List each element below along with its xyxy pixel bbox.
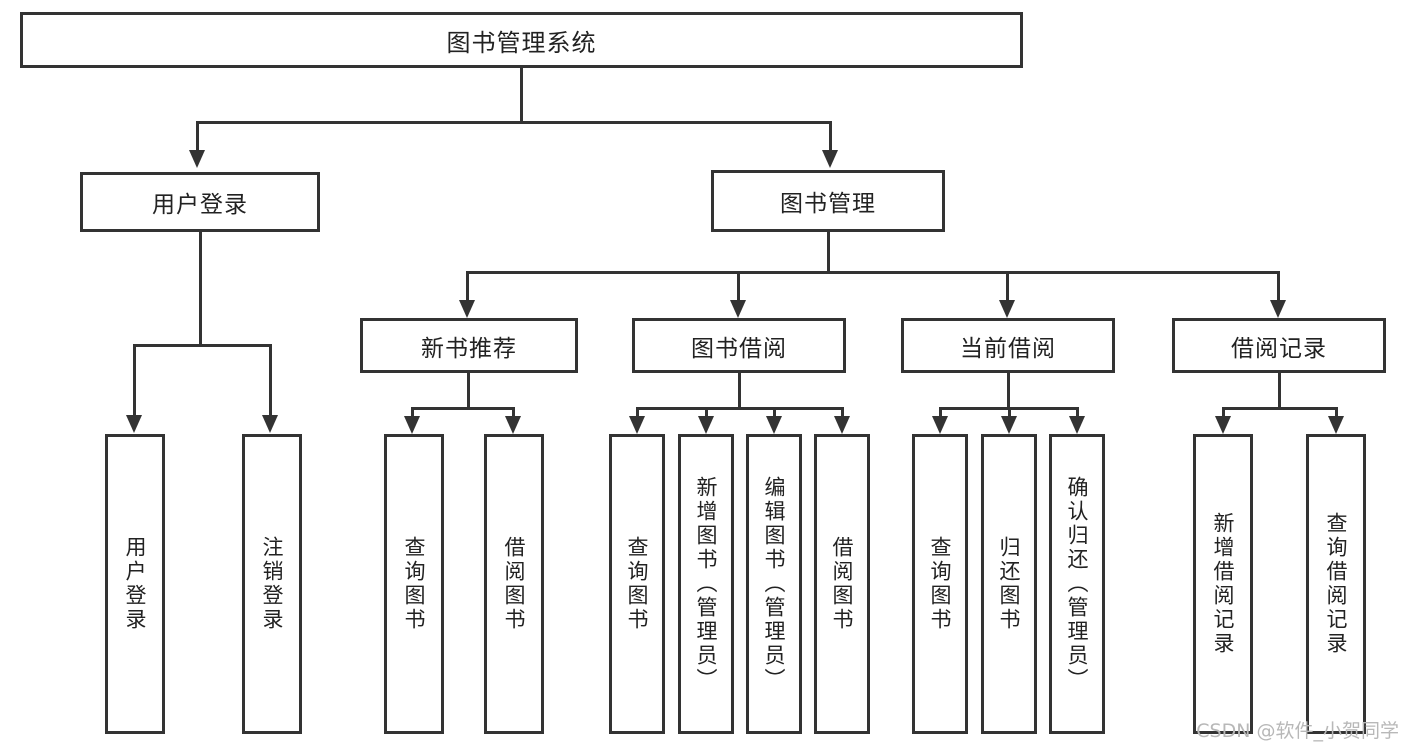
leaf-new-book-query[interactable]: 查询图书	[384, 434, 444, 734]
arrowhead-borrow-3	[766, 416, 782, 434]
connector-current-stem	[1007, 373, 1010, 407]
connector-newbook-drop-2	[512, 407, 515, 417]
leaf-user-login-login[interactable]: 用户登录	[105, 434, 165, 734]
connector-userlogin-drop-2	[269, 344, 272, 416]
leaf-new-book-borrow[interactable]: 借阅图书	[484, 434, 544, 734]
connector-newbook-stem	[467, 373, 470, 407]
connector-root-drop-book	[829, 121, 832, 151]
node-borrow-records[interactable]: 借阅记录	[1172, 318, 1386, 373]
leaf-current-query-book[interactable]: 查询图书	[912, 434, 968, 734]
node-book-management[interactable]: 图书管理	[711, 170, 945, 232]
leaf-label: 查询图书	[625, 536, 650, 632]
connector-records-drop-2	[1335, 407, 1338, 417]
leaf-label: 确认归还（管理员）	[1065, 476, 1090, 692]
connector-borrow-drop-1	[636, 407, 639, 417]
node-new-book-recommend[interactable]: 新书推荐	[360, 318, 578, 373]
arrowhead-current-1	[932, 416, 948, 434]
connector-bookmgmt-drop-3	[1006, 271, 1009, 301]
connector-bookmgmt-drop-1	[466, 271, 469, 301]
leaf-current-return-book[interactable]: 归还图书	[981, 434, 1037, 734]
connector-records-stem	[1278, 373, 1281, 407]
leaf-borrow-query-book[interactable]: 查询图书	[609, 434, 665, 734]
connector-bookmgmt-bus	[466, 271, 1278, 274]
connector-borrow-drop-4	[841, 407, 844, 417]
leaf-user-login-logout[interactable]: 注销登录	[242, 434, 302, 734]
arrowhead-borrow-1	[629, 416, 645, 434]
connector-borrow-drop-3	[773, 407, 776, 417]
arrowhead-borrow-4	[834, 416, 850, 434]
arrowhead-bookmgmt-3	[999, 300, 1015, 318]
connector-userlogin-bus	[133, 344, 272, 347]
arrowhead-current-3	[1069, 416, 1085, 434]
arrowhead-bookmgmt-4	[1270, 300, 1286, 318]
leaf-label: 用户登录	[123, 536, 148, 632]
arrowhead-bookmgmt-1	[459, 300, 475, 318]
connector-root-bus	[196, 121, 832, 124]
leaf-current-confirm-return-admin[interactable]: 确认归还（管理员）	[1049, 434, 1105, 734]
leaf-label: 借阅图书	[502, 536, 527, 632]
leaf-label: 编辑图书（管理员）	[762, 476, 787, 692]
leaf-label: 借阅图书	[830, 536, 855, 632]
connector-borrow-stem	[738, 373, 741, 407]
arrowhead-current-2	[1001, 416, 1017, 434]
connector-bookmgmt-stem	[827, 232, 830, 271]
leaf-records-add-record[interactable]: 新增借阅记录	[1193, 434, 1253, 734]
connector-records-bus	[1222, 407, 1338, 410]
leaf-borrow-edit-book-admin[interactable]: 编辑图书（管理员）	[746, 434, 802, 734]
arrowhead-userlogin-1	[126, 415, 142, 433]
leaf-borrow-borrow-book[interactable]: 借阅图书	[814, 434, 870, 734]
connector-newbook-bus	[411, 407, 515, 410]
arrowhead-newbook-1	[404, 416, 420, 434]
arrowhead-borrow-2	[698, 416, 714, 434]
arrowhead-root-user	[189, 150, 205, 168]
connector-borrow-drop-2	[705, 407, 708, 417]
leaf-label: 查询图书	[402, 536, 427, 632]
arrowhead-records-2	[1328, 416, 1344, 434]
arrowhead-bookmgmt-2	[730, 300, 746, 318]
connector-records-drop-1	[1222, 407, 1225, 417]
leaf-label: 查询借阅记录	[1324, 512, 1349, 656]
node-root-system[interactable]: 图书管理系统	[20, 12, 1023, 68]
connector-current-drop-2	[1008, 407, 1011, 417]
leaf-borrow-add-book-admin[interactable]: 新增图书（管理员）	[678, 434, 734, 734]
watermark-text: CSDN @软件_小贺同学	[1196, 720, 1399, 742]
leaf-label: 新增图书（管理员）	[694, 476, 719, 692]
connector-bookmgmt-drop-4	[1277, 271, 1280, 301]
arrowhead-newbook-2	[505, 416, 521, 434]
leaf-label: 归还图书	[997, 536, 1022, 632]
arrowhead-userlogin-2	[262, 415, 278, 433]
node-book-borrow[interactable]: 图书借阅	[632, 318, 846, 373]
connector-root-drop-user	[196, 121, 199, 151]
connector-current-drop-1	[939, 407, 942, 417]
leaf-label: 新增借阅记录	[1211, 512, 1236, 656]
node-user-login[interactable]: 用户登录	[80, 172, 320, 232]
leaf-label: 注销登录	[260, 536, 285, 632]
arrowhead-records-1	[1215, 416, 1231, 434]
connector-newbook-drop-1	[411, 407, 414, 417]
connector-root-stem	[520, 68, 523, 121]
leaf-label: 查询图书	[928, 536, 953, 632]
connector-userlogin-drop-1	[133, 344, 136, 416]
leaf-records-query-record[interactable]: 查询借阅记录	[1306, 434, 1366, 734]
connector-bookmgmt-drop-2	[737, 271, 740, 301]
arrowhead-root-book	[822, 150, 838, 168]
node-current-borrow[interactable]: 当前借阅	[901, 318, 1115, 373]
connector-userlogin-stem	[199, 232, 202, 344]
connector-borrow-bus	[636, 407, 844, 410]
connector-current-drop-3	[1076, 407, 1079, 417]
